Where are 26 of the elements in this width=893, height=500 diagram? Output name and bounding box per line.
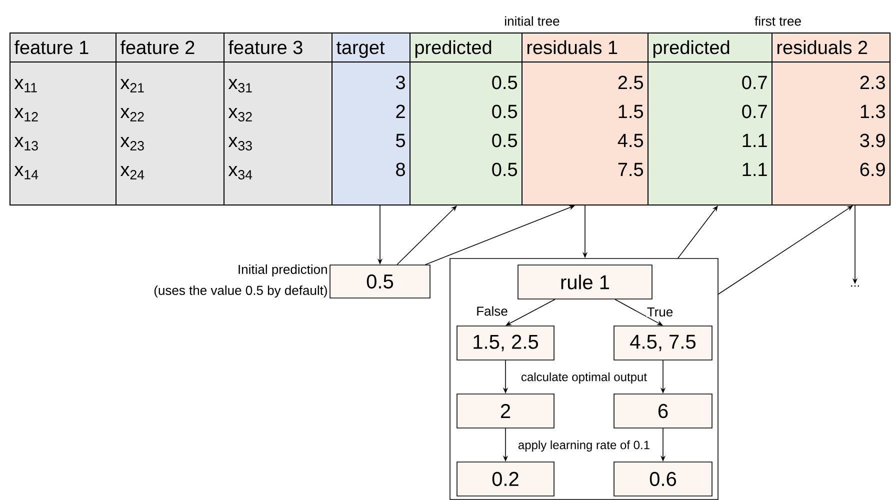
edge-label: False (476, 306, 508, 316)
column-group-title: first tree (754, 16, 801, 26)
table-column: predicted 0.5 0.5 0.5 0.5 (410, 32, 522, 206)
note-text: (uses the value 0.5 by default) (154, 285, 327, 298)
table-column: target 3 2 5 8 (332, 32, 410, 206)
value-box: 2 (456, 394, 554, 428)
value-box: 0.2 (456, 462, 554, 496)
value-box: 0.6 (614, 462, 712, 496)
column-group-title: initial tree (505, 16, 560, 26)
step-label: apply learning rate of 0.1 (516, 439, 652, 453)
arrow (396, 206, 457, 265)
arrow (718, 206, 853, 294)
table-column: predicted 0.7 0.7 1.1 1.1 (648, 32, 772, 206)
value-box: 6 (614, 394, 712, 428)
table-column: residuals 1 2.5 1.5 4.5 7.5 (522, 32, 648, 206)
table-column: feature 2 x$_{21}$ x$_{22}$ x$_{23}$ x$_{24}$ (116, 32, 224, 206)
step-label: calculate optimal output (520, 371, 648, 385)
ellipsis-text: ... (851, 285, 859, 287)
value-box: 0.5 (330, 264, 430, 298)
table-column: residuals 2 2.3 1.3 3.9 6.9 (772, 32, 891, 206)
value-box: 1.5, 2.5 (456, 326, 554, 360)
value-box: 4.5, 7.5 (614, 326, 712, 360)
note-text: Initial prediction (238, 264, 327, 277)
table-column: feature 3 x$_{31}$ x$_{32}$ x$_{33}$ x$_{34}$ (224, 32, 332, 206)
arrow (678, 206, 718, 258)
table-column: feature 1 x$_{11}$ x$_{12}$ x$_{13}$ x$_{14}$ (10, 32, 116, 206)
